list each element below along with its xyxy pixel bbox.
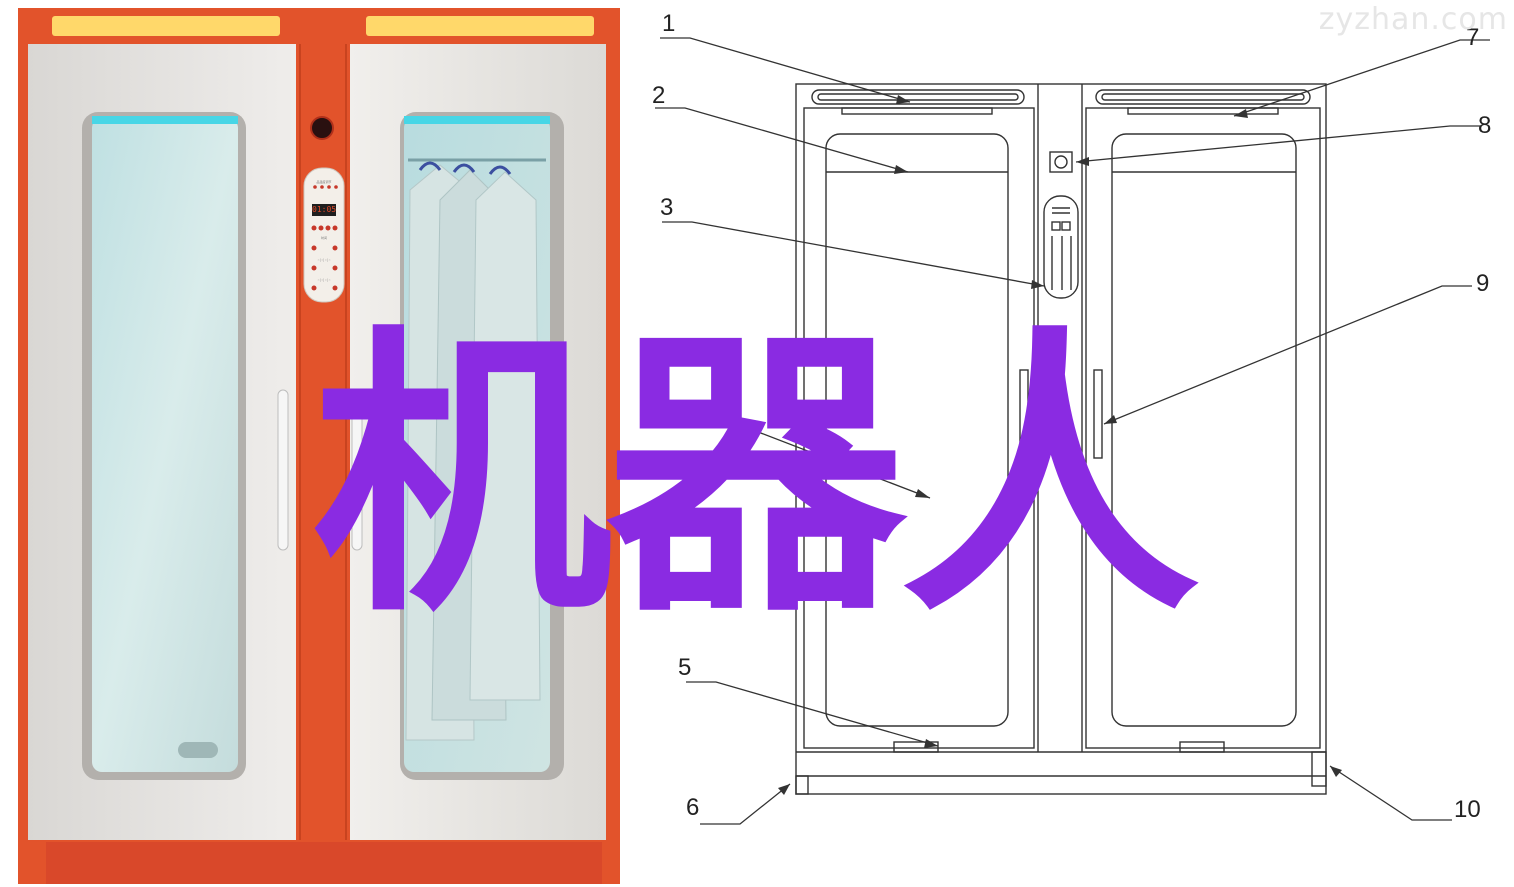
overlay-title: 机器人 <box>312 303 1200 652</box>
handle-right <box>351 389 363 551</box>
leader-lines <box>655 37 1490 825</box>
drawing-switch <box>1049 151 1073 173</box>
control-panel-line-1: 品温度调节 <box>316 180 332 184</box>
callout-6: 6 <box>686 794 700 821</box>
top-lamp-left <box>52 16 280 36</box>
drawing-window-left <box>825 133 1009 727</box>
callout-1: 1 <box>662 10 676 37</box>
cabinet-photo <box>18 8 620 884</box>
callout-7: 7 <box>1466 24 1480 51</box>
drawing-window-right <box>1111 133 1297 727</box>
drawing-lamp-right <box>1095 89 1311 105</box>
drawing-foot-left <box>795 775 809 795</box>
handle-left <box>277 389 289 551</box>
callout-3: 3 <box>660 194 674 221</box>
uv-light-right <box>404 116 550 124</box>
hanging-coats <box>405 161 541 741</box>
control-panel-line-3: ○│○│○│○ <box>317 258 331 262</box>
cabinet-base <box>46 842 602 884</box>
drawing-handle-left <box>1019 369 1029 459</box>
callout-10: 10 <box>1454 796 1481 823</box>
callout-2: 2 <box>652 82 666 109</box>
watermark-text: zyzhan.com <box>1318 2 1508 37</box>
drawing-lamp-left <box>811 89 1025 105</box>
top-lamp-right <box>366 16 594 36</box>
callout-8: 8 <box>1478 112 1492 139</box>
control-panel-line-2: 时间 <box>320 236 327 240</box>
control-panel-readout: 01:05 <box>312 205 336 214</box>
uv-light-left <box>92 116 238 124</box>
callout-9: 9 <box>1476 270 1490 297</box>
drawing-foot-right <box>1311 751 1327 787</box>
control-panel-line-4: ○│○│○│○ <box>317 278 331 282</box>
drawing-handle-right <box>1093 369 1103 459</box>
drawing-outer-frame <box>795 83 1327 795</box>
drawing-control-panel <box>1043 195 1079 299</box>
technical-drawing <box>655 37 1490 825</box>
power-switch <box>310 116 334 140</box>
callout-5: 5 <box>678 654 692 681</box>
